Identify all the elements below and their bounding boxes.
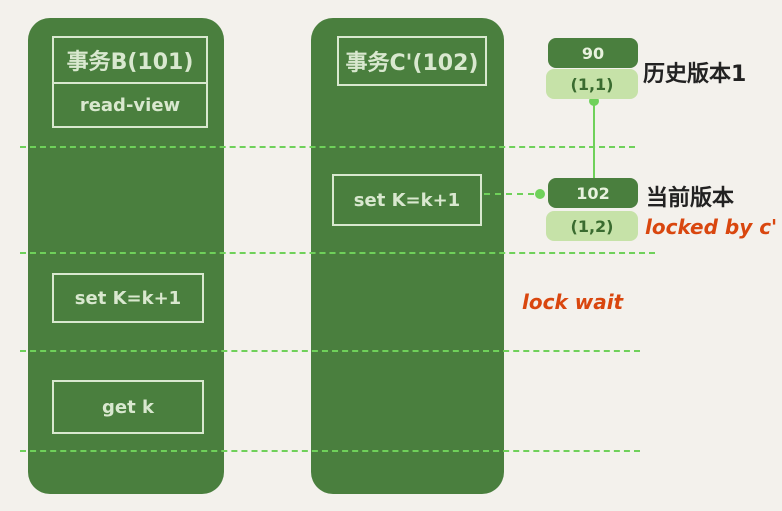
update-arrowhead	[535, 189, 545, 199]
transaction-c-column	[311, 18, 504, 494]
current-version-lock-label: locked by c'	[645, 215, 778, 239]
transaction-c-set-statement: set K=k+1	[332, 174, 482, 226]
transaction-b-column	[28, 18, 224, 494]
time-separator-4	[20, 450, 640, 452]
time-separator-3	[20, 350, 640, 352]
transaction-b-get-statement: get k	[52, 380, 204, 434]
current-version-label: 当前版本	[646, 186, 735, 211]
current-version-value: (1,2)	[546, 211, 638, 241]
lock-wait-label: lock wait	[522, 290, 624, 314]
time-separator-1	[20, 146, 635, 148]
time-separator-2	[20, 252, 655, 254]
transaction-b-title: 事务B(101)	[52, 36, 208, 84]
history-version-label: 历史版本1	[643, 62, 747, 87]
current-version-trx-id: 102	[548, 178, 638, 208]
transaction-b-read-view: read-view	[52, 84, 208, 128]
transaction-c-title: 事务C'(102)	[337, 36, 487, 86]
history-version-trx-id: 90	[548, 38, 638, 68]
history-version-value: (1,1)	[546, 69, 638, 99]
transaction-b-set-statement: set K=k+1	[52, 273, 204, 323]
